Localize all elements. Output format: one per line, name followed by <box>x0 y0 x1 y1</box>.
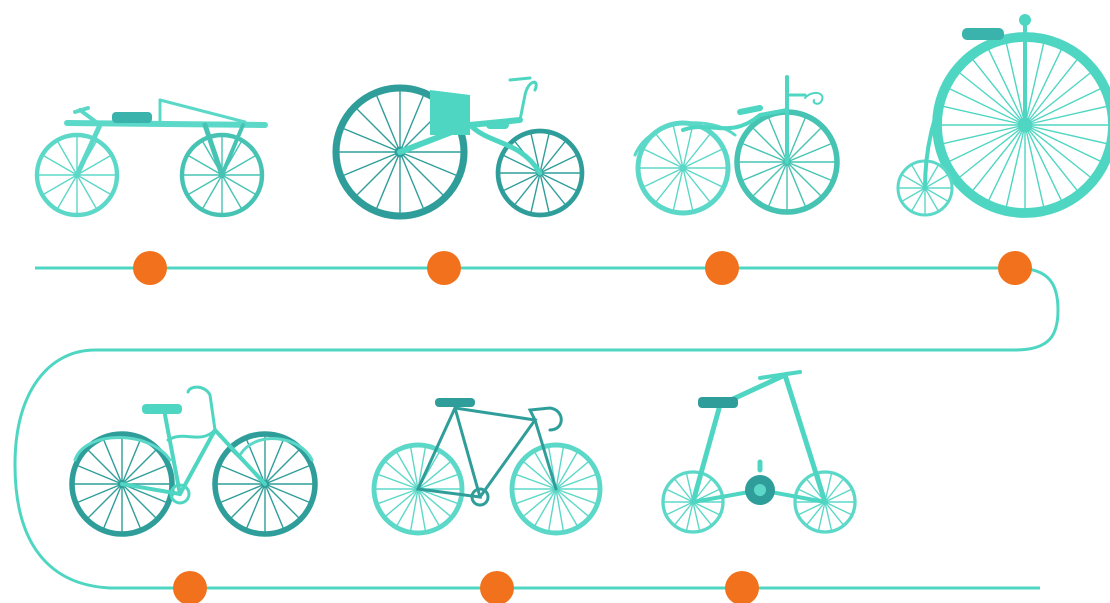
milestone-dot <box>998 251 1032 285</box>
velocipede-icon <box>336 78 582 216</box>
milestone-dot <box>480 571 514 603</box>
draisine-running-machine-icon <box>37 100 265 215</box>
milestone-dot <box>705 251 739 285</box>
milestone-dot <box>133 251 167 285</box>
milestone-dot <box>427 251 461 285</box>
milestone-dot <box>173 571 207 603</box>
safety-bicycle-icon <box>72 387 315 534</box>
penny-farthing-icon <box>898 14 1110 215</box>
boneshaker-icon <box>635 77 837 213</box>
folding-strida-bicycle-icon <box>663 372 855 532</box>
road-bicycle-icon <box>374 398 600 533</box>
milestone-dot <box>725 571 759 603</box>
